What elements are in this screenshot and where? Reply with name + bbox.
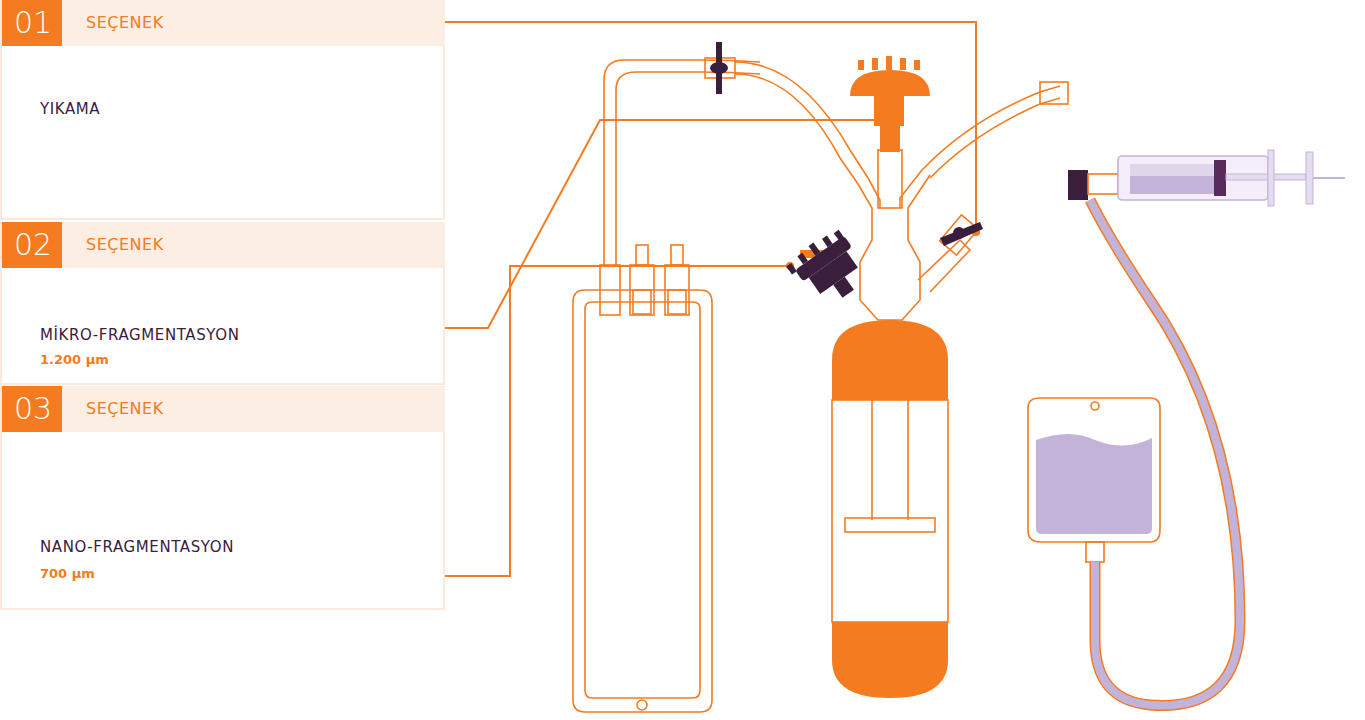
option-title: MİKRO-FRAGMENTASYON [40,326,240,344]
option-box: 03SEÇENEK NANO-FRAGMENTASYON 700 µm [0,386,445,610]
leader-line [445,120,886,328]
option-number: 03 [2,386,62,432]
collection-bag [573,60,760,712]
option-box: 01SEÇENEK YIKAMA [0,0,445,220]
option-number: 01 [2,0,62,46]
leader-line [445,266,790,576]
option-title: YIKAMA [40,100,100,118]
option-value: 1.200 µm [40,352,109,367]
option-heading: SEÇENEK [62,386,445,432]
option-heading: SEÇENEK [62,0,445,46]
option-number: 02 [2,222,62,268]
option-value: 700 µm [40,566,95,581]
option-title: NANO-FRAGMENTASYON [40,538,234,556]
option-box: 02SEÇENEK MİKRO-FRAGMENTASYON 1.200 µm [0,222,445,385]
leader-line [445,22,976,232]
option-heading: SEÇENEK [62,222,445,268]
syringe [1068,150,1345,206]
